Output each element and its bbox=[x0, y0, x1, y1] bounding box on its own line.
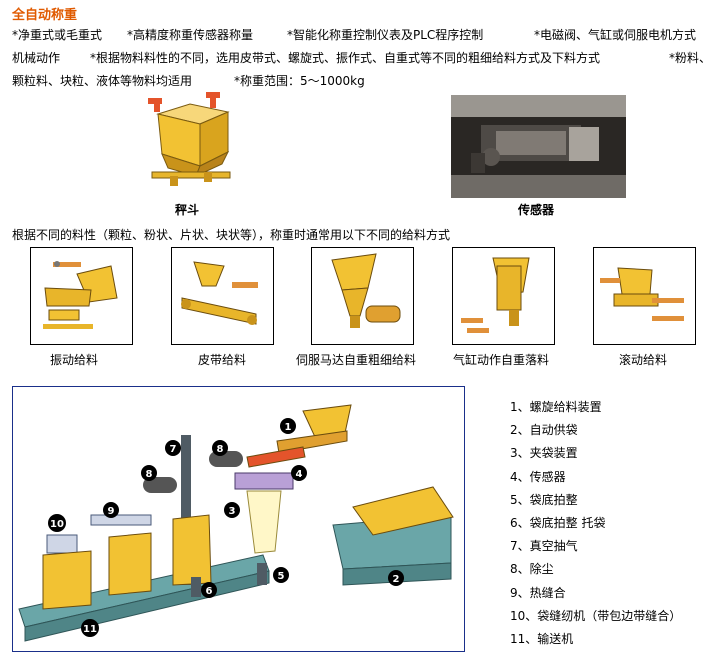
marker-8b: 8 bbox=[217, 444, 224, 455]
feature-feeding-types: *根据物料料性的不同，选用皮带式、螺旋式、振作式、自重式等不同的粗细给料方式及下… bbox=[90, 51, 601, 65]
sensor-photo bbox=[451, 95, 626, 198]
feature-materials: *粉料、 bbox=[669, 51, 712, 65]
marker-10: 10 bbox=[50, 519, 64, 530]
feature-plc-control: *智能化称重控制仪表及PLC程序控制 bbox=[287, 28, 484, 42]
diagram-legend: 1、螺旋给料装置 2、自动供袋 3、夹袋装置 4、传感器 5、袋底拍整 6、袋底… bbox=[510, 398, 681, 653]
sensor-caption: 传感器 bbox=[518, 203, 555, 217]
legend-item: 6、袋底拍整 托袋 bbox=[510, 515, 606, 530]
legend-item: 10、袋缝纫机（带包边带缝合） bbox=[510, 608, 682, 623]
marker-4: 4 bbox=[296, 469, 303, 480]
marker-7: 7 bbox=[170, 444, 177, 455]
legend-item: 7、真空抽气 bbox=[510, 539, 578, 554]
feature-sensor: *高精度称重传感器称量 bbox=[127, 28, 254, 42]
legend-item: 3、夹袋装置 bbox=[510, 446, 578, 461]
marker-9: 9 bbox=[108, 506, 115, 517]
legend-item: 4、传感器 bbox=[510, 469, 566, 484]
feature-actuation: *电磁阀、气缸或伺服电机方式 bbox=[534, 28, 697, 42]
hopper-image bbox=[140, 92, 240, 196]
marker-8a: 8 bbox=[146, 469, 153, 480]
feature-weighing-mode: *净重式或毛重式 bbox=[12, 28, 103, 42]
packaging-line-diagram: 1 2 3 4 5 6 7 8 8 9 10 11 bbox=[12, 386, 465, 652]
feeding-intro: 根据不同的料性（颗粒、粉状、片状、块状等），称重时通常用以下不同的给料方式 bbox=[12, 228, 451, 242]
roller-feed-image bbox=[593, 247, 696, 345]
marker-11: 11 bbox=[83, 624, 97, 635]
cylinder-drop-feed-image bbox=[452, 247, 555, 345]
roller-feed-label: 滚动给料 bbox=[619, 353, 668, 367]
servo-gravity-feed-image bbox=[311, 247, 414, 345]
legend-item: 8、除尘 bbox=[510, 562, 554, 577]
cylinder-drop-feed-label: 气缸动作自重落料 bbox=[453, 353, 550, 367]
belt-feed-image bbox=[171, 247, 274, 345]
marker-6: 6 bbox=[206, 586, 213, 597]
hopper-caption: 秤斗 bbox=[175, 203, 200, 217]
belt-feed-label: 皮带给料 bbox=[198, 353, 247, 367]
marker-5: 5 bbox=[278, 571, 285, 582]
feature-actuation-cont: 机械动作 bbox=[12, 51, 61, 65]
servo-gravity-feed-label: 伺服马达自重粗细给料 bbox=[296, 353, 417, 367]
legend-item: 11、输送机 bbox=[510, 631, 574, 646]
vibration-feed-label: 振动给料 bbox=[50, 353, 99, 367]
vibration-feed-image bbox=[30, 247, 133, 345]
legend-item: 5、袋底拍整 bbox=[510, 492, 578, 507]
feature-weight-range: *称重范围：5～1000kg bbox=[234, 74, 365, 88]
marker-1: 1 bbox=[285, 422, 292, 433]
marker-2: 2 bbox=[393, 574, 400, 585]
legend-item: 2、自动供袋 bbox=[510, 423, 578, 438]
legend-item: 1、螺旋给料装置 bbox=[510, 400, 602, 414]
feature-materials-cont: 颗粒料、块粒、液体等物料均适用 bbox=[12, 74, 193, 88]
legend-item: 9、热缝合 bbox=[510, 585, 566, 600]
page-title: 全自动称重 bbox=[12, 8, 78, 23]
marker-3: 3 bbox=[229, 506, 236, 517]
